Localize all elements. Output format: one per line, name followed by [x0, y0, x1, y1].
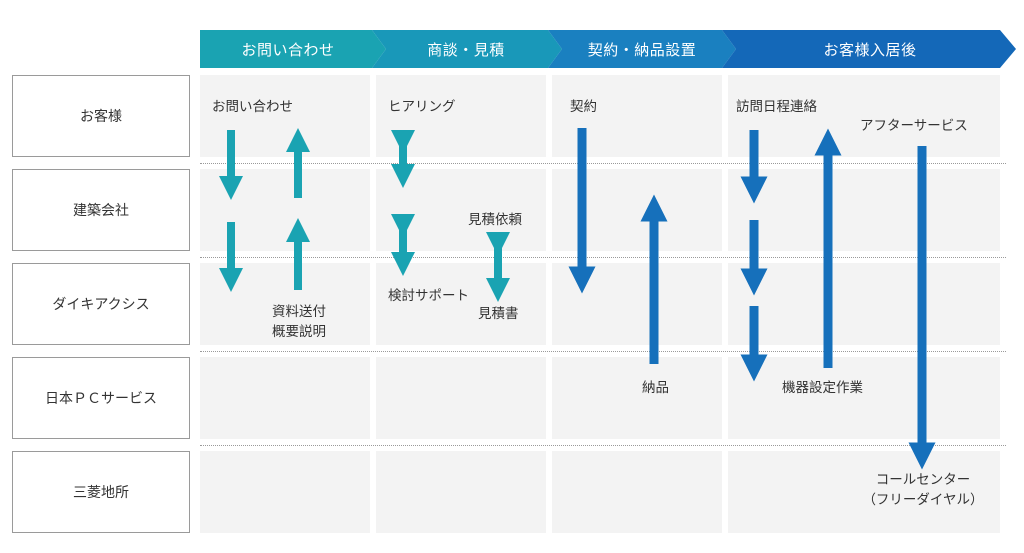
phase-label-negotiation: 商談・見積 — [427, 40, 505, 59]
note-materials-line1: 資料送付 — [272, 304, 326, 320]
cell — [376, 451, 546, 533]
note-quote: 見積書 — [478, 306, 519, 322]
phase-chevron-inquiry — [200, 30, 386, 68]
cell — [552, 357, 722, 439]
phase-label-contract: 契約・納品設置 — [587, 40, 697, 59]
row-separator — [200, 351, 1006, 352]
cell — [728, 263, 1000, 345]
note-contract: 契約 — [570, 99, 597, 115]
phase-label-inquiry: お問い合わせ — [241, 40, 335, 59]
phase-label-after-move-in: お客様入居後 — [823, 40, 917, 59]
cell — [728, 75, 1000, 157]
note-call-center-line1: コールセンター — [875, 472, 971, 488]
row-label-builder: 建築会社 — [12, 169, 190, 251]
cell — [376, 357, 546, 439]
note-delivery: 納品 — [642, 380, 669, 396]
row-separator — [200, 257, 1006, 258]
row-separator — [200, 445, 1006, 446]
cell — [376, 263, 546, 345]
row-label-nihon-pc: 日本ＰＣサービス — [12, 357, 190, 439]
cell — [728, 169, 1000, 251]
note-inquiry: お問い合わせ — [212, 99, 293, 115]
row-label-daiki-axis: ダイキアクシス — [12, 263, 190, 345]
note-installation: 機器設定作業 — [782, 380, 863, 396]
row-label-customer: お客様 — [12, 75, 190, 157]
row-label-mitsubishi: 三菱地所 — [12, 451, 190, 533]
cell — [200, 451, 370, 533]
cell — [728, 357, 1000, 439]
note-after-service: アフターサービス — [860, 118, 968, 134]
note-quote-request: 見積依頼 — [468, 212, 522, 228]
note-hearing: ヒアリング — [388, 99, 456, 115]
note-review-support: 検討サポート — [388, 288, 469, 304]
phase-chevron-negotiation — [372, 30, 562, 68]
note-call-center-line2: （フリーダイヤル） — [862, 492, 984, 508]
cell — [200, 357, 370, 439]
note-materials-line2: 概要説明 — [272, 324, 326, 340]
phase-chevron-contract — [548, 30, 736, 68]
row-separator — [200, 163, 1006, 164]
phase-chevron-after-move-in — [722, 30, 1016, 68]
cell — [728, 451, 1000, 533]
cell — [552, 451, 722, 533]
note-visit-schedule: 訪問日程連絡 — [736, 99, 817, 115]
